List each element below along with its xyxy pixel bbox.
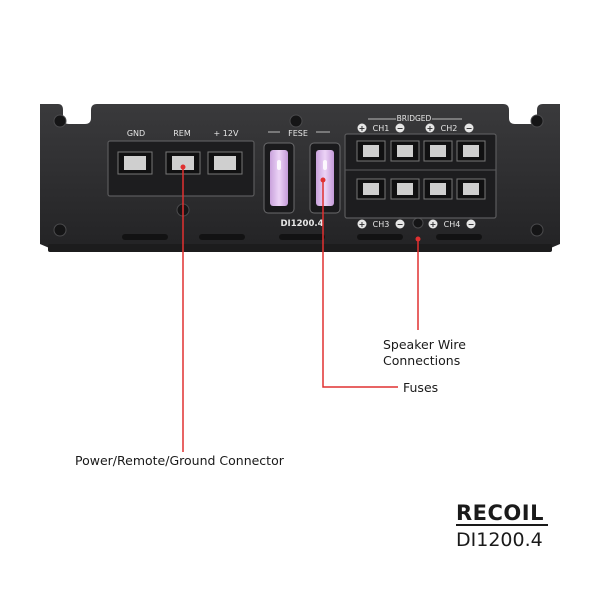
brand-logo: RECOIL (456, 501, 544, 525)
ch1-row-label: + CH1 − + CH2 − (357, 123, 474, 133)
ch4-minus: − (468, 220, 475, 229)
fuse-left (263, 142, 295, 214)
chassis-bottom-edge (48, 244, 552, 252)
callout-lines (180, 164, 421, 452)
ch3-plus: + (359, 220, 366, 229)
brand-model: DI1200.4 (456, 529, 543, 551)
power-callout-label: Power/Remote/Ground Connector (75, 453, 284, 468)
ch3-label: CH3 (373, 220, 390, 229)
ch1-minus: − (397, 124, 404, 133)
ch3-row-label: + CH3 − + CH4 − (357, 219, 476, 229)
fuse-right (309, 142, 341, 214)
speaker-callout-label: Speaker Wire Connections (383, 337, 466, 369)
speaker-terminals (356, 140, 486, 200)
ch4-label: CH4 (444, 220, 461, 229)
speaker-callout-line2: Connections (383, 353, 461, 368)
rem-label: REM (173, 129, 191, 138)
fuse-callout-line (322, 180, 398, 388)
chassis-screws (53, 114, 544, 237)
speaker-callout-dot (415, 236, 421, 242)
gnd-label: GND (127, 129, 145, 138)
ch2-plus: + (427, 124, 434, 133)
v12-label: + 12V (214, 129, 239, 138)
ch4-plus: + (430, 220, 437, 229)
fuse-label: FESE (288, 129, 308, 138)
speaker-callout-line1: Speaker Wire (383, 337, 466, 352)
ch2-minus: − (466, 124, 473, 133)
fuses-callout-label: Fuses (403, 380, 439, 395)
power-terminals (117, 151, 243, 175)
fuse-callout-dot (320, 177, 326, 183)
vent-slots (122, 234, 482, 240)
panel-model-label: DI1200.4 (280, 219, 323, 229)
power-callout-dot (180, 164, 186, 170)
ch2-label: CH2 (441, 124, 458, 133)
ch1-plus: + (359, 124, 366, 133)
brand-logo-underline (456, 524, 548, 526)
bridged-label: BRIDGED (397, 114, 432, 123)
ch3-minus: − (397, 220, 404, 229)
ch1-label: CH1 (373, 124, 390, 133)
